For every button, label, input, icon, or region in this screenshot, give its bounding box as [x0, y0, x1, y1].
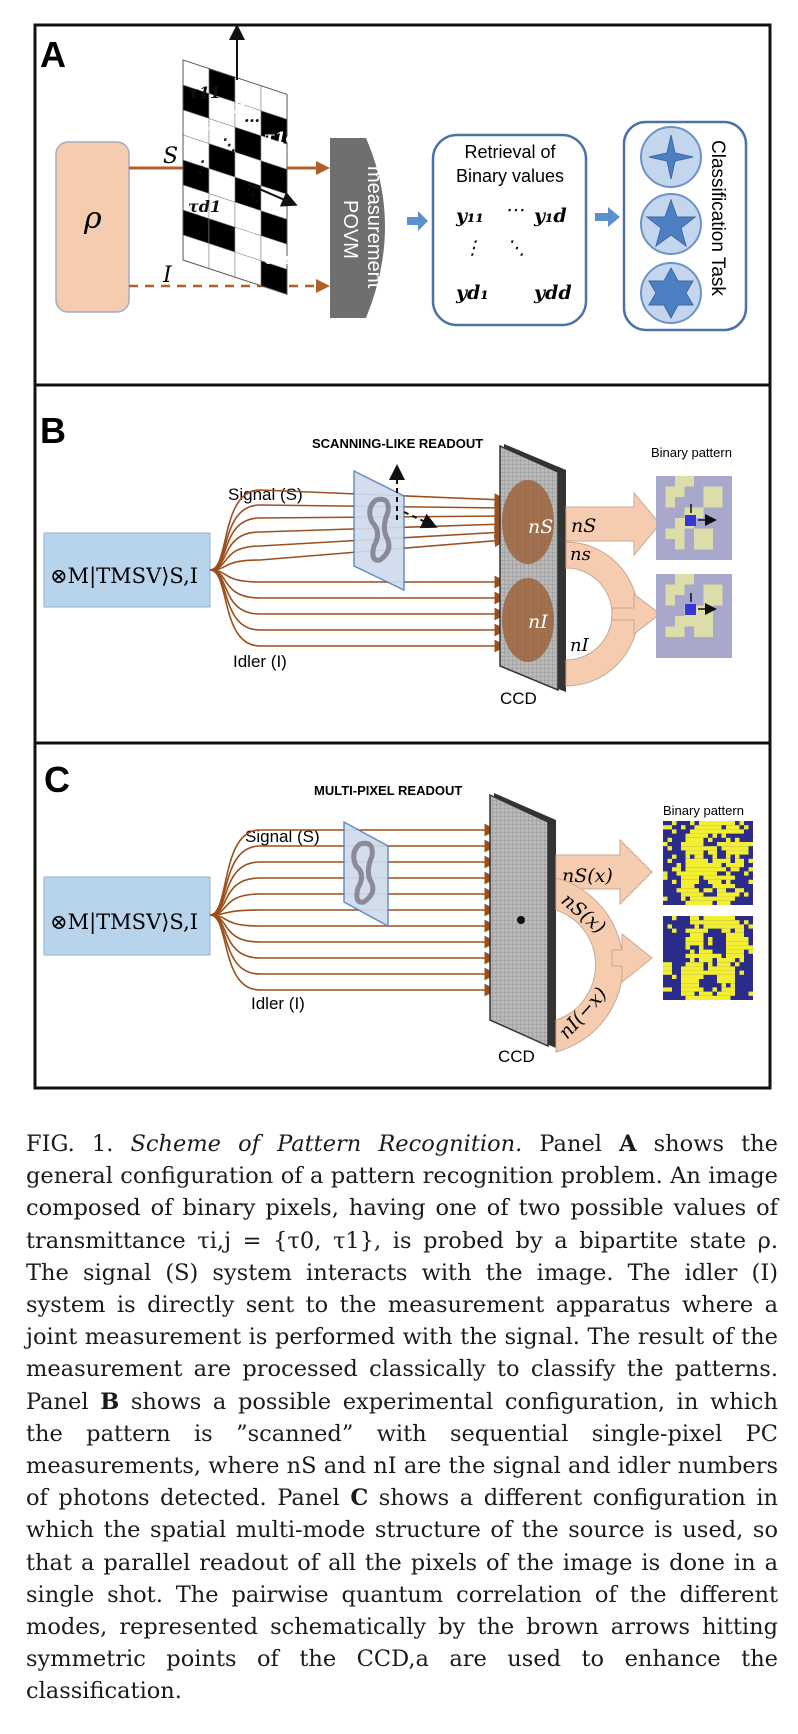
panel-a: A ρ S I τ11 τ12 … τ1d τ21 ⋱ ⋮ ⋱ τd1 τdd — [33, 23, 772, 387]
binary-pattern-title-b: Binary pattern — [651, 445, 732, 460]
ydiag: ⋱ — [506, 237, 525, 259]
ni-spot — [502, 578, 554, 662]
transmittance-matrix — [182, 59, 288, 295]
panel-b: B SCANNING-LIKE READOUT ⊗M|TMSV⟩S,I Sign… — [33, 383, 772, 747]
matrix-td1: τd1 — [188, 197, 221, 216]
signal-label-a: S — [163, 144, 178, 169]
arrow-to-classification — [595, 207, 620, 227]
correlation-arc-c — [555, 877, 624, 1053]
yd1: yd₁ — [455, 282, 489, 304]
idler-label-b: Idler (I) — [233, 652, 287, 671]
tmsv-label-c: ⊗M|TMSV⟩S,I — [50, 910, 198, 935]
matrix-t1d: τ1d — [264, 128, 297, 147]
correlation-arc-b — [565, 541, 639, 687]
retrieval-box — [431, 133, 588, 327]
ns-label-b: nS — [528, 516, 553, 538]
signal-label-c: Signal (S) — [245, 827, 320, 846]
figure-1: A ρ S I τ11 τ12 … τ1d τ21 ⋱ ⋮ ⋱ τd1 τdd — [33, 23, 772, 1090]
ns-spot — [502, 480, 554, 564]
idler-label-a: I — [162, 263, 173, 288]
matrix-t21: τ21 — [188, 122, 221, 141]
arc-top-label-b: ns — [570, 544, 591, 565]
ccd-label-b: CCD — [500, 689, 537, 708]
panel-b-title: SCANNING-LIKE READOUT — [312, 436, 483, 451]
matrix-t11: τ11 — [188, 83, 221, 102]
mnist-pattern-c-top — [663, 821, 753, 905]
signal-label-b: Signal (S) — [228, 485, 303, 504]
rho-label: ρ — [83, 201, 102, 236]
panel-c: C MULTI-PIXEL READOUT ⊗M|TMSV⟩S,I Signal… — [33, 741, 772, 1090]
idler-label-c: Idler (I) — [251, 994, 305, 1013]
retrieval-title-1: Retrieval of — [464, 142, 556, 162]
matrix-tdd: τdd — [262, 249, 295, 268]
tmsv-label-b: ⊗M|TMSV⟩S,I — [50, 564, 198, 589]
retrieval-title-2: Binary values — [456, 166, 564, 186]
four-point-star-icon — [648, 134, 694, 180]
yvdots: ⋮ — [463, 237, 482, 259]
rho-state-box — [55, 141, 130, 313]
five-point-star-icon — [645, 198, 697, 248]
panel-b-label: B — [40, 410, 66, 451]
ns-arrow-label-c: nS(x) — [562, 865, 613, 887]
ydd: ydd — [533, 282, 572, 304]
binary-pattern-b-top — [656, 476, 732, 560]
tmsv-source-c — [43, 876, 211, 956]
panel-c-label: C — [44, 759, 70, 800]
panel-c-title: MULTI-PIXEL READOUT — [314, 783, 462, 798]
povm-label: POVM measurement — [339, 166, 385, 289]
binary-pattern-title-c: Binary pattern — [663, 803, 744, 818]
brown-beams-b — [209, 489, 508, 653]
classification-label: Classification Task — [707, 140, 728, 296]
y11: y₁₁ — [455, 205, 484, 227]
binary-pattern-b-bottom — [656, 574, 732, 658]
ni-label-b: nI — [528, 611, 548, 633]
mnist-pattern-c-bottom — [663, 916, 753, 1000]
matrix-tvdots: ⋮ — [192, 157, 208, 176]
povm-measurement-block — [330, 138, 385, 318]
y1d: y₁d — [533, 205, 567, 227]
ns-arrow-b — [565, 491, 661, 557]
figure-caption: FIG. 1. Scheme of Pattern Recognition. P… — [26, 1131, 779, 1705]
matrix-tdiag-2: ⋱ — [244, 185, 260, 204]
class-circles — [640, 126, 702, 324]
matrix-entries: τ11 τ12 … τ1d τ21 ⋱ ⋮ ⋱ τd1 τdd — [188, 83, 297, 268]
panel-a-label: A — [40, 34, 66, 75]
matrix-t1dots: … — [244, 107, 260, 126]
digit-image-icon — [367, 496, 392, 563]
ccd-label-c: CCD — [498, 1047, 535, 1066]
matrix-tdiag-1: ⋱ — [220, 135, 236, 154]
arc-bottom-label-b: nI — [570, 635, 590, 656]
matrix-t12: τ12 — [212, 98, 245, 117]
tmsv-source-b — [43, 532, 211, 608]
caption-title: Scheme of Pattern Recognition. — [130, 1131, 523, 1157]
ccd-detector-c — [489, 793, 556, 1048]
ns-arrow-label-b: nS — [571, 515, 596, 537]
arrow-to-retrieval — [407, 211, 428, 231]
ydots: ⋯ — [505, 199, 524, 221]
caption-fig-number: FIG. 1. — [26, 1131, 114, 1157]
six-point-star-icon — [648, 266, 694, 320]
